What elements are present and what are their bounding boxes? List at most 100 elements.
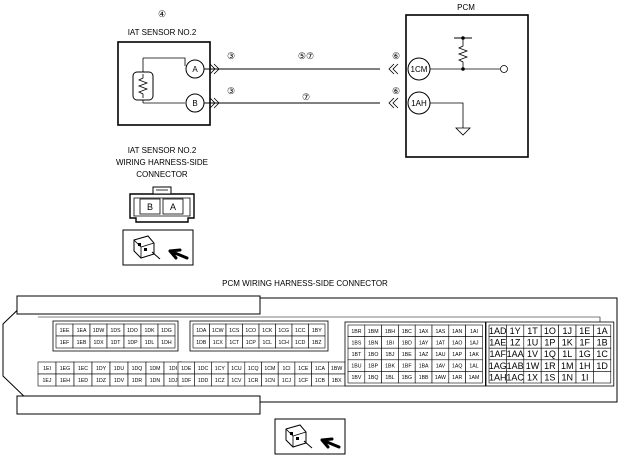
pin-label: 1CF: [298, 378, 308, 384]
sensor-connector-mark-bottom: [209, 97, 220, 109]
pin-label: 1AU: [435, 352, 445, 358]
pin-label: 1EG: [60, 366, 70, 372]
pin-label: 1CQ: [248, 366, 259, 372]
connector-latch-top: [16, 295, 261, 315]
pin-label: 1DJ: [168, 378, 178, 384]
pin-label: 1EB: [77, 340, 87, 346]
pin-label: 1Q: [544, 349, 556, 359]
pin-label: 1BC: [402, 329, 412, 335]
pin-label: 1DT: [111, 340, 122, 346]
pin-label: 1AF: [489, 349, 506, 359]
pcm-connector-mark-top: [388, 63, 399, 75]
pin-label: 1EE: [60, 328, 70, 334]
pin-label: 1AC: [506, 372, 524, 382]
pin-label: 1BD: [402, 340, 412, 346]
pin-label: 1AB: [507, 361, 524, 371]
pcm-connector-title: PCM WIRING HARNESS-SIDE CONNECTOR: [222, 279, 388, 288]
pin-cell: [593, 371, 612, 384]
pin-label: 1P: [544, 338, 555, 348]
svg-text:1AH: 1AH: [411, 99, 427, 108]
pin-label: 1EA: [77, 328, 87, 334]
pin-label: 1CM: [264, 366, 275, 372]
wire-mark-top-right: ⑥: [392, 51, 400, 61]
wire-mark-bottom-mid: ⑦: [302, 92, 310, 102]
pin-label: 1U: [527, 338, 539, 348]
pin-label: 1BM: [368, 329, 379, 335]
pin-label: 1AD: [489, 326, 507, 336]
pin-label: 1CA: [315, 366, 326, 372]
pin-label: 1A: [597, 326, 608, 336]
pin-label: 1BT: [352, 352, 362, 358]
pin-label: 1CD: [295, 340, 306, 346]
pin-label: 1DL: [145, 340, 155, 346]
pin-label: 1DW: [93, 328, 105, 334]
pin-label: 1DZ: [96, 378, 106, 384]
pin-label: 1BP: [368, 364, 378, 370]
pin-label: 1BA: [419, 364, 429, 370]
svg-text:A: A: [192, 65, 198, 74]
pin-label: 1O: [544, 326, 556, 336]
pin-label: 1T: [527, 326, 538, 336]
pin-label: 1DF: [181, 378, 191, 384]
pin-label: 1EH: [60, 378, 70, 384]
wire-mark-top-left: ③: [227, 51, 235, 61]
pin-label: 1AH: [489, 372, 507, 382]
pin-label: 1DE: [181, 366, 192, 372]
pin-label: 1AV: [436, 364, 446, 370]
pin-label: 1AX: [419, 329, 429, 335]
pin-label: 1CE: [298, 366, 309, 372]
pin-label: 1CY: [215, 366, 226, 372]
pin-label: 1BN: [368, 340, 378, 346]
sensor-index: ④: [158, 9, 166, 19]
pin-label: 1CO: [245, 328, 256, 334]
pin-label: 1AA: [507, 349, 524, 359]
pin-label: 1K: [562, 338, 573, 348]
pin-label: 1EI: [43, 366, 51, 372]
view-direction-icon-2: [274, 418, 346, 455]
pin-label: 1CT: [229, 340, 240, 346]
pin-label: 1BX: [332, 378, 342, 384]
pin-label: 1BZ: [312, 340, 322, 346]
pullup-resistor: [457, 38, 469, 69]
pin-label: 1CL: [262, 340, 272, 346]
pin-label: 1S: [544, 372, 555, 382]
pin-label: 1AO: [452, 340, 462, 346]
pin-label: 1BK: [385, 364, 395, 370]
thermistor-resistor: [137, 74, 149, 98]
pin-label: 1AT: [436, 340, 446, 346]
pin-label: 1AY: [419, 340, 429, 346]
pin-label: 1BV: [351, 375, 361, 381]
pin-label: 1BG: [402, 375, 412, 381]
pin-label: 1BO: [368, 352, 378, 358]
pin-label: 1DH: [161, 340, 172, 346]
pin-label: 1CJ: [282, 378, 292, 384]
svg-text:1CM: 1CM: [411, 65, 428, 74]
sensor-connector-face: B A: [129, 186, 195, 223]
pin-label: 1W: [526, 361, 540, 371]
pin-label: 1CU: [231, 366, 242, 372]
pin-label: 1BY: [312, 328, 322, 334]
harness-caption-1: IAT SENSOR NO.2: [128, 146, 197, 155]
pin-label: 1DR: [132, 378, 143, 384]
pin-label: 1DA: [196, 328, 207, 334]
pin-label: 1E: [579, 326, 590, 336]
wire-mark-bottom-left: ③: [227, 86, 235, 96]
pin-label: 1N: [562, 372, 574, 382]
pin-label: 1I: [581, 372, 589, 382]
harness-caption-2: WIRING HARNESS-SIDE: [116, 158, 208, 167]
pin-label: 1AZ: [419, 352, 429, 358]
pin-label: 1L: [562, 349, 572, 359]
pin-label: 1CI: [283, 366, 291, 372]
pin-label: 1Y: [510, 326, 521, 336]
pin-label: 1EF: [60, 340, 70, 346]
pin-label: 1BL: [385, 375, 394, 381]
pin-label: 1CS: [229, 328, 240, 334]
pin-label: 1AG: [489, 361, 507, 371]
pin-label: 1X: [527, 372, 538, 382]
pin-label: 1H: [579, 361, 591, 371]
pin-label: 1CW: [212, 328, 224, 334]
pcm-box: [405, 14, 529, 158]
pin-label: 1DS: [110, 328, 121, 334]
